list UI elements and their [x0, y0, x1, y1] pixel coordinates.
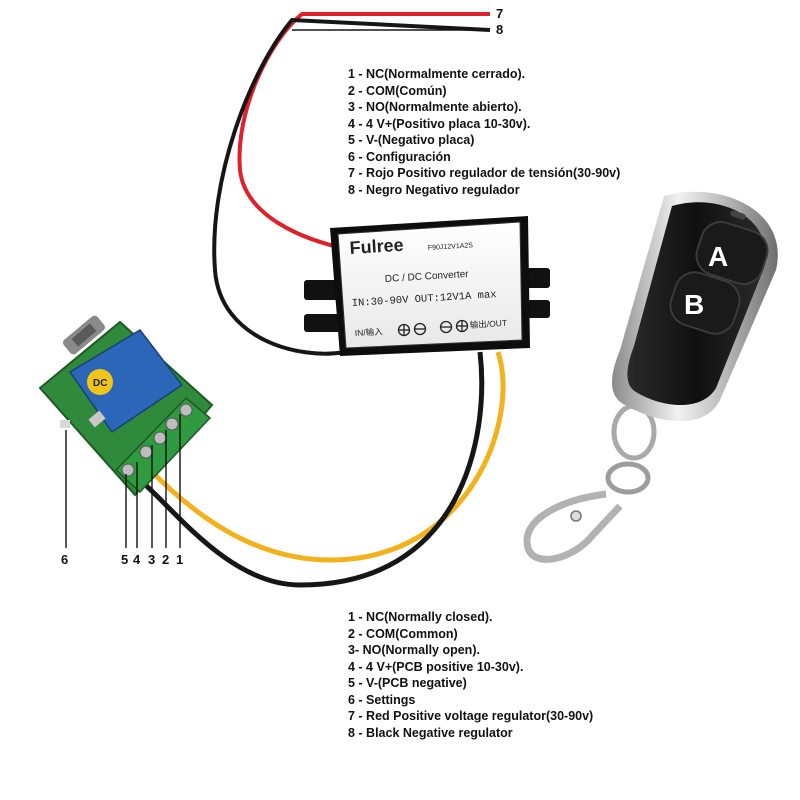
relay-sticker — [87, 369, 113, 395]
legend-en-item-6: 6 - Settings — [348, 692, 416, 707]
legend-en-item-2: 2 - COM(Common) — [348, 626, 458, 641]
wire-label-red: 7 — [496, 6, 503, 21]
antenna-coil — [62, 315, 106, 355]
relay-brand: DC — [93, 378, 107, 389]
pin-label-5: 5 — [121, 552, 128, 567]
wire-label-black: 8 — [496, 22, 503, 37]
polarity-symbols — [397, 319, 469, 337]
legend-spanish: 1 - NC(Normalmente cerrado). 2 - COM(Com… — [348, 66, 620, 198]
legend-es-item-2: 2 - COM(Común) — [348, 83, 447, 98]
legend-en-item-5: 5 - V-(PCB negative) — [348, 676, 467, 690]
remote-button-a-group: A — [695, 221, 769, 285]
legend-es-item-4: 4 - 4 V+(Positivo placa 10-30v). — [348, 116, 531, 131]
converter-model: F90J12V1A2S — [428, 242, 474, 252]
pin-label-6: 6 — [61, 552, 68, 567]
pin-leader-lines — [65, 414, 181, 548]
legend-es-item-8: 8 - Negro Negativo regulador — [348, 182, 520, 197]
legend-es-item-5: 5 - V-(Negativo placa) — [348, 133, 475, 147]
legend-es-item-6: 6 - Configuración — [348, 149, 451, 164]
legend-es-item-3: 3 - NO(Normalmente abierto). — [348, 100, 522, 114]
remote-control: A B — [523, 191, 778, 563]
pin-label-2: 2 — [162, 552, 169, 567]
remote-button-b[interactable]: B — [684, 289, 704, 320]
pin-label-3: 3 — [148, 552, 155, 567]
legend-en-item-7: 7 - Red Positive voltage regulator(30-90… — [348, 709, 594, 723]
pin-label-4: 4 — [133, 552, 141, 567]
legend-en-item-4: 4 - 4 V+(PCB positive 10-30v). — [348, 659, 524, 674]
input-wires — [212, 12, 491, 356]
black-wire — [212, 17, 491, 356]
converter-title: DC / DC Converter — [385, 269, 470, 285]
converter-out-label: 输出/OUT — [470, 318, 508, 330]
pin-label-1: 1 — [176, 552, 183, 567]
remote-button-a[interactable]: A — [708, 241, 728, 272]
relay-board: DC — [38, 315, 214, 497]
remote-button-b-group: B — [669, 271, 741, 335]
terminal-blocks — [114, 396, 212, 494]
legend-en-item-8: 8 - Black Negative regulator — [348, 725, 513, 740]
yellow-wire — [148, 351, 506, 563]
legend-es-item-1: 1 - NC(Normalmente cerrado). — [348, 67, 526, 81]
output-wires — [138, 351, 506, 588]
keyring — [523, 403, 657, 563]
legend-en-item-3: 3- NO(Normally open). — [348, 643, 480, 657]
dc-dc-converter: Fulree F90J12V1A2S DC / DC Converter IN:… — [304, 216, 550, 356]
black-output-wire — [138, 351, 485, 588]
converter-brand: Fulree — [349, 235, 404, 258]
legend-en-item-1: 1 - NC(Normally closed). — [348, 610, 493, 624]
converter-in-label: IN/输入 — [355, 326, 384, 338]
legend-english: 1 - NC(Normally closed). 2 - COM(Common)… — [348, 609, 593, 741]
legend-es-item-7: 7 - Rojo Positivo regulador de tensión(3… — [348, 166, 621, 180]
